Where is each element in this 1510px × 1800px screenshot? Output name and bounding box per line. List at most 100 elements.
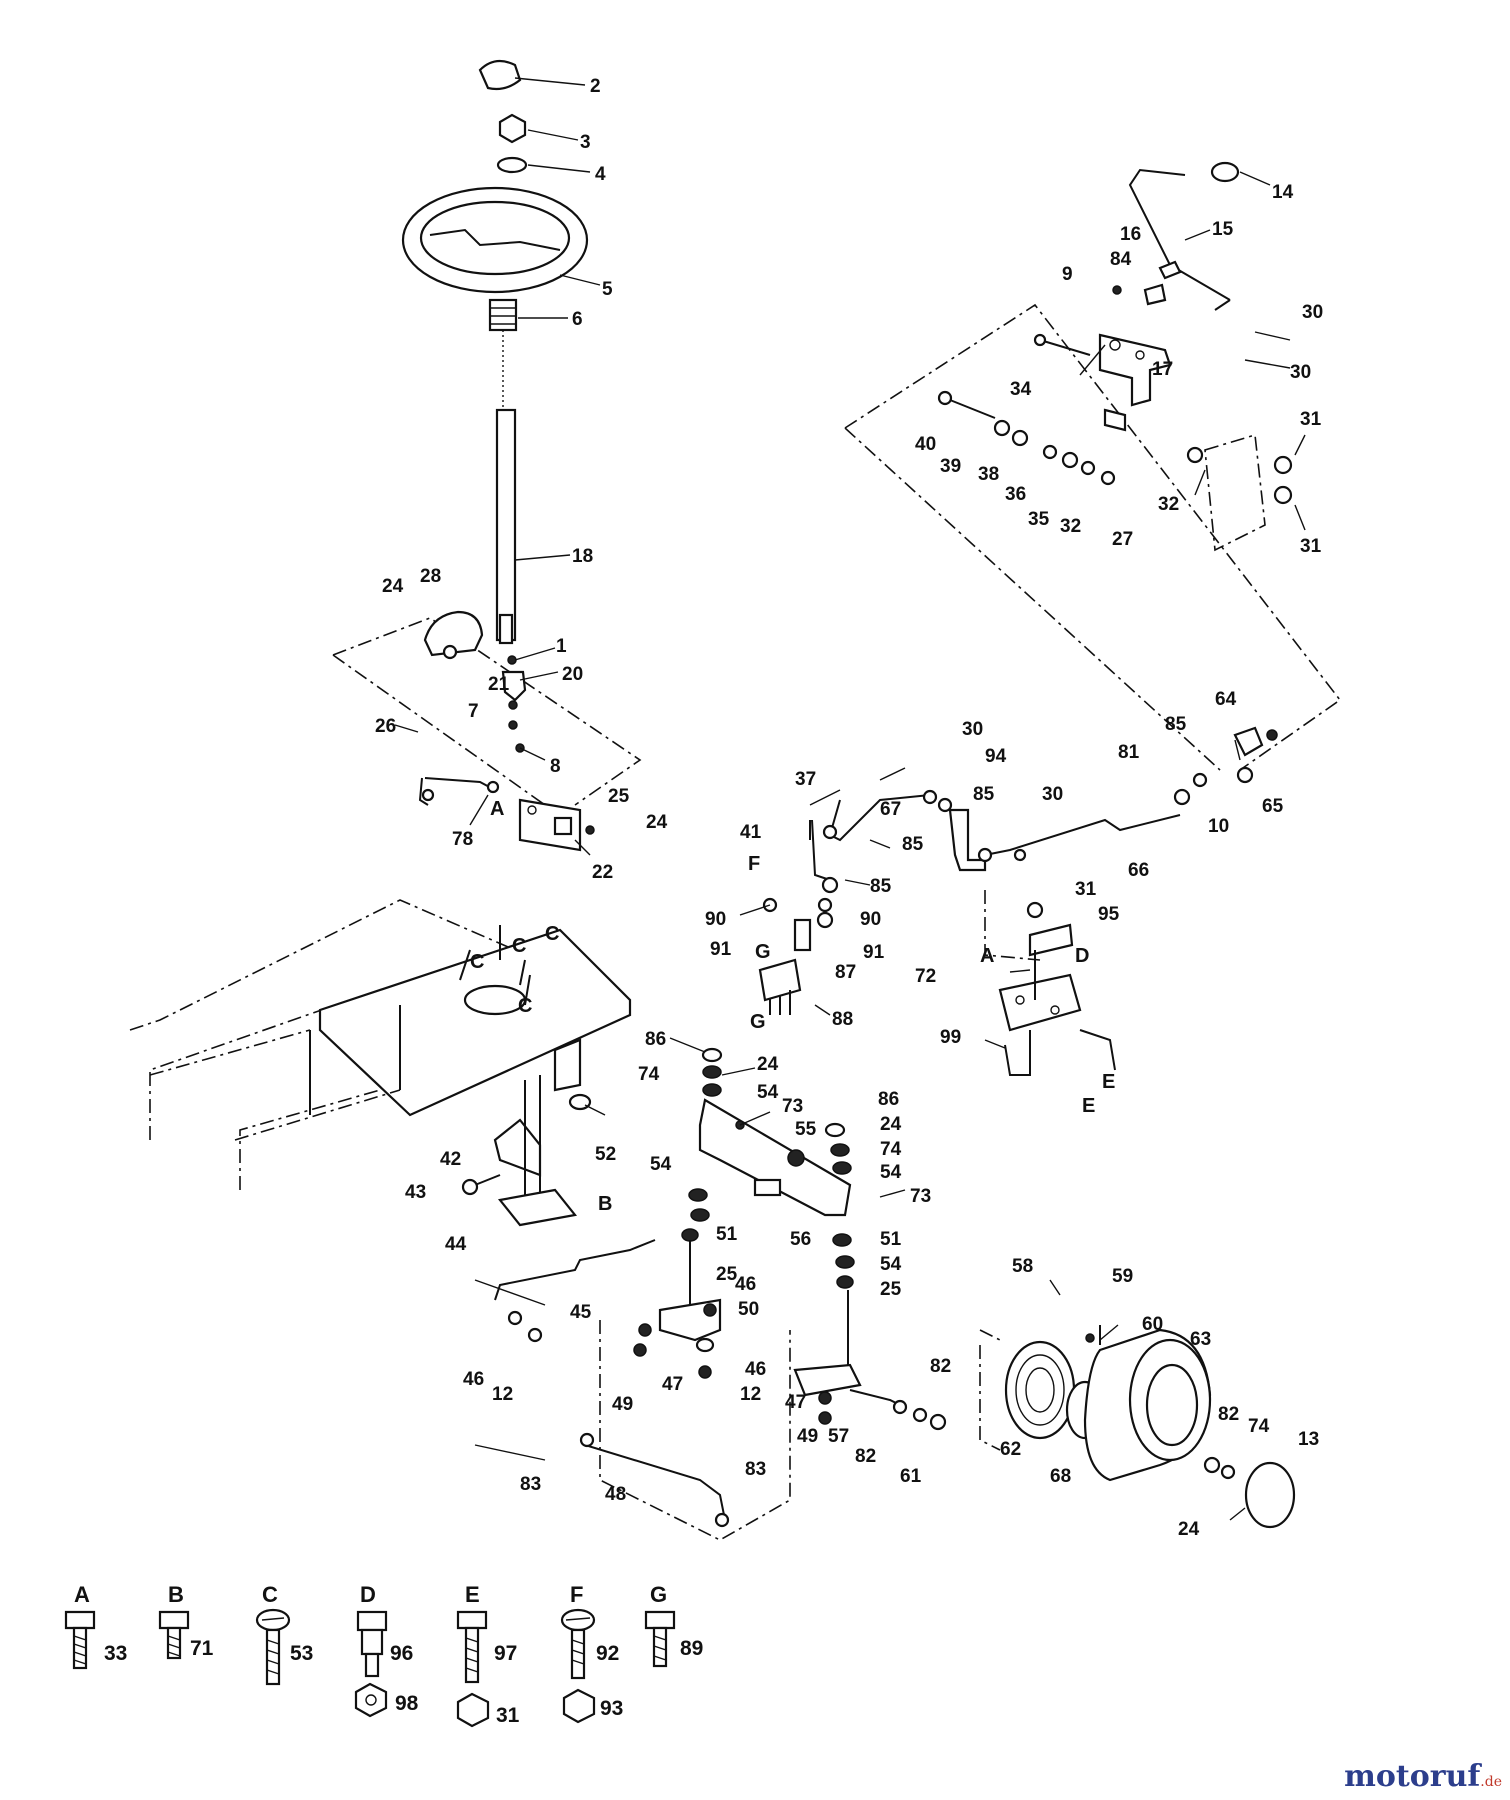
- brand-watermark: motoruf.de: [1344, 1759, 1502, 1794]
- callout-17: 17: [1152, 359, 1173, 380]
- lock-nut-icon: [354, 1682, 388, 1718]
- hex-bolt-icon: [644, 1610, 676, 1630]
- callout-91: 91: [863, 942, 885, 963]
- bearing-block-part: [423, 610, 484, 657]
- callout-47: 47: [662, 1374, 683, 1395]
- callout-85: 85: [870, 876, 892, 897]
- legend-part-33: 33: [104, 1642, 127, 1665]
- callout-32: 32: [1060, 516, 1081, 537]
- callout-54: 54: [880, 1162, 902, 1183]
- callout-30: 30: [962, 719, 983, 740]
- legend-letter-f: F: [570, 1582, 583, 1607]
- callout-24: 24: [757, 1054, 779, 1075]
- callout-38: 38: [978, 464, 999, 485]
- callout-84: 84: [1110, 249, 1132, 270]
- callout-25: 25: [608, 786, 630, 807]
- callout-48: 48: [605, 1484, 626, 1505]
- callout-49: 49: [797, 1426, 818, 1447]
- callout-46: 46: [745, 1359, 766, 1380]
- callout-34: 34: [1010, 379, 1032, 400]
- callout-24: 24: [646, 812, 668, 833]
- mounting-plate-2-part: [998, 973, 1082, 1032]
- legend-letter-g: G: [650, 1582, 667, 1607]
- watermark-tld: .de: [1480, 1774, 1502, 1790]
- front-wheel-assembly: [1004, 1325, 1296, 1529]
- arm-part: [418, 777, 429, 806]
- callout-9: 9: [1062, 264, 1073, 285]
- callout-85: 85: [1165, 714, 1187, 735]
- watermark-brand: motoruf: [1344, 1759, 1481, 1794]
- ref-letter-c: C: [512, 935, 526, 957]
- hex-bolt-icon: [158, 1610, 190, 1630]
- callout-94: 94: [985, 746, 1007, 767]
- callout-82: 82: [855, 1446, 876, 1467]
- callout-60: 60: [1142, 1314, 1163, 1335]
- callout-7: 7: [468, 701, 479, 722]
- callout-74: 74: [1248, 1416, 1270, 1437]
- callout-49: 49: [612, 1394, 633, 1415]
- callout-52: 52: [595, 1144, 616, 1165]
- legend-item-g: G 89: [644, 1582, 703, 1668]
- callout-13: 13: [1298, 1429, 1319, 1450]
- ref-letter-e: E: [1102, 1071, 1115, 1093]
- callout-41: 41: [740, 822, 762, 843]
- bushing-part: [488, 298, 518, 332]
- lever-rod-part: [1128, 168, 1231, 301]
- legend-item-c: C 53: [255, 1582, 313, 1686]
- steering-shaft-part: [495, 408, 517, 642]
- callout-72: 72: [915, 966, 936, 987]
- callout-51: 51: [880, 1229, 902, 1250]
- legend-letter-b: B: [168, 1582, 184, 1607]
- callout-4: 4: [595, 164, 606, 185]
- callout-1: 1: [556, 636, 567, 657]
- callout-36: 36: [1005, 484, 1026, 505]
- legend-letter-c: C: [262, 1582, 278, 1607]
- callout-61: 61: [900, 1466, 922, 1487]
- callout-30: 30: [1290, 362, 1311, 383]
- callout-56: 56: [790, 1229, 811, 1250]
- callout-31: 31: [1075, 879, 1097, 900]
- legend-part-31: 31: [496, 1704, 520, 1727]
- legend-letter-d: D: [360, 1582, 376, 1607]
- legend-item-d: D 96 98: [354, 1582, 419, 1718]
- callout-30: 30: [1302, 302, 1323, 323]
- callout-40: 40: [915, 434, 936, 455]
- callout-25: 25: [880, 1279, 902, 1300]
- callout-74: 74: [880, 1139, 902, 1160]
- callout-95: 95: [1098, 904, 1120, 925]
- legend-part-97: 97: [494, 1642, 517, 1665]
- ref-letter-d: D: [1075, 945, 1089, 967]
- legend-letter-a: A: [74, 1582, 90, 1607]
- callout-88: 88: [832, 1009, 853, 1030]
- pivot-bracket-part: [493, 1118, 542, 1177]
- callout-24: 24: [382, 576, 404, 597]
- legend-part-89: 89: [680, 1637, 703, 1660]
- callout-24: 24: [880, 1114, 902, 1135]
- callout-55: 55: [795, 1119, 817, 1140]
- ref-letter-f: F: [748, 853, 760, 875]
- callout-65: 65: [1262, 796, 1284, 817]
- ref-letter-c: C: [470, 951, 484, 973]
- callout-82: 82: [1218, 1404, 1239, 1425]
- coupling-part: [501, 670, 527, 702]
- axle-assembly: [494, 1047, 947, 1528]
- callout-30: 30: [1042, 784, 1063, 805]
- legend-item-a: A 33: [64, 1582, 127, 1670]
- ref-letter-a: A: [980, 945, 994, 967]
- ref-letter-c: C: [545, 923, 559, 945]
- linkage-rod-part: [828, 794, 931, 842]
- callout-21: 21: [488, 674, 510, 695]
- callout-50: 50: [738, 1299, 759, 1320]
- callout-32: 32: [1158, 494, 1179, 515]
- legend-part-93: 93: [600, 1697, 623, 1720]
- callout-45: 45: [570, 1302, 592, 1323]
- callout-24: 24: [1178, 1519, 1200, 1540]
- callout-90: 90: [860, 909, 881, 930]
- legend-part-53: 53: [290, 1642, 313, 1665]
- ref-letter-e: E: [1082, 1095, 1095, 1117]
- callout-2: 2: [590, 76, 601, 97]
- callout-16: 16: [1120, 224, 1141, 245]
- steering-column-assembly: [401, 59, 589, 753]
- callout-6: 6: [572, 309, 583, 330]
